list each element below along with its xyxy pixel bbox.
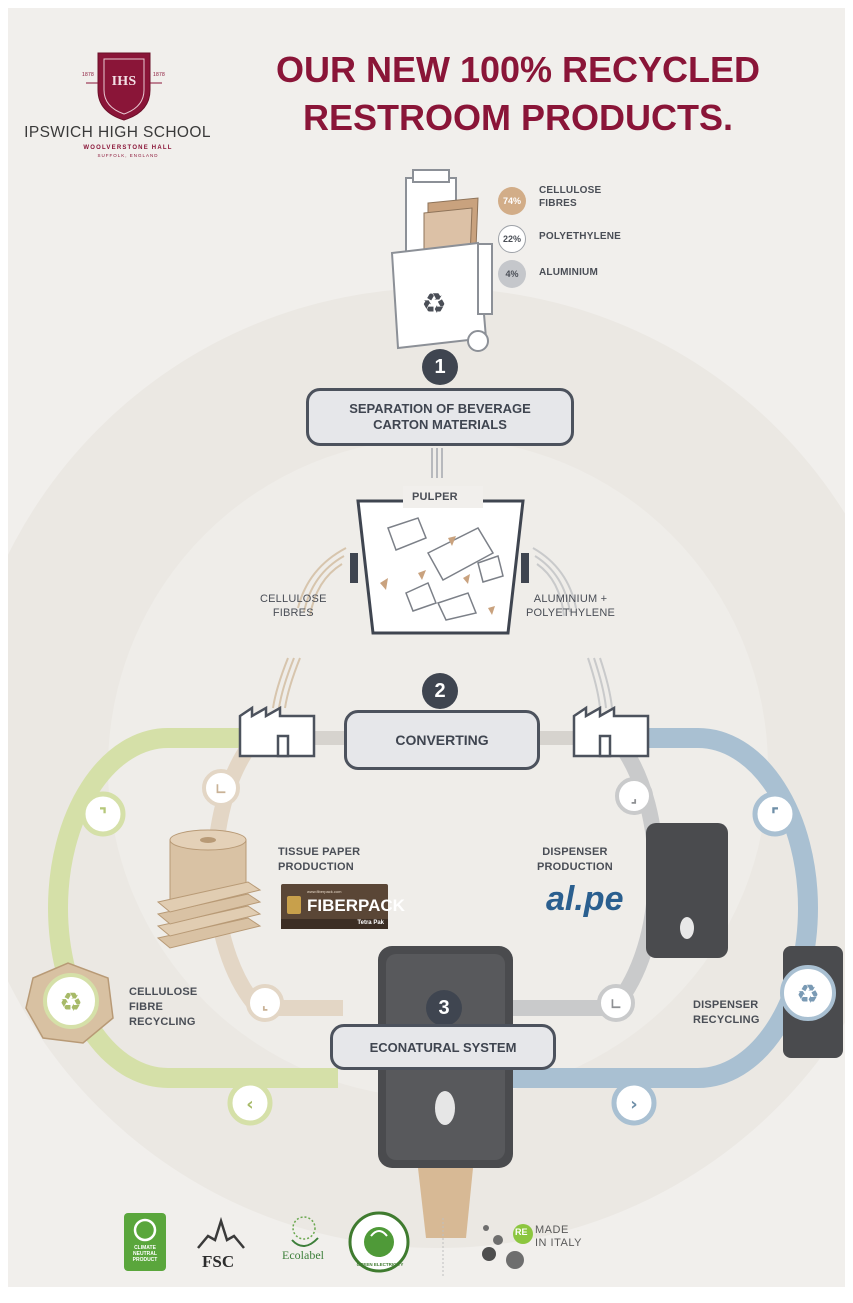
svg-text:⌝: ⌝ [99,805,107,826]
climate-neutral-text: CLIMATE NEUTRAL PRODUCT [124,1245,166,1263]
green-loop [48,728,338,1088]
material-label-polyethylene: POLYETHYLENE [539,231,622,242]
svg-text:∟: ∟ [215,782,227,798]
svg-text:⌜: ⌜ [771,805,779,826]
step-3-box: ECONATURAL SYSTEM [330,1024,556,1070]
material-value-aluminium: 4% [498,260,526,288]
tissue-paper-illustration [156,829,262,949]
crest-monogram: IHS [111,74,137,89]
headline-line-1: OUR NEW 100% RECYCLED [275,49,761,90]
dispenser-production-label: DISPENSER PRODUCTION [537,845,613,875]
material-label-aluminium: ALUMINIUM [539,267,599,278]
svg-text:⌞: ⌞ [262,997,269,1013]
dispenser-recycling-line-1: DISPENSER [693,999,759,1011]
pulper-outflow-lines [272,547,347,709]
cellulose-fibres-line-2: FIBRES [272,607,314,619]
loop-arrow-markers: ⌝ ⌜ ∟ ⌟ ⌞ ∟ ‹ › [80,769,798,1126]
school-subtitle: WOOLVERSTONE HALL [83,145,173,151]
dispenser-production-illustration [646,823,728,958]
diagram-graphics: ⌝ ⌜ ∟ ⌟ ⌞ ∟ ‹ › ♻ [8,52,845,1276]
svg-text:♻: ♻ [796,980,819,1010]
dispenser-recycling-line-2: RECYCLING [693,1014,760,1026]
fiberpack-strip [281,919,388,929]
fiberpack-url: www.fiberpack.com [307,889,342,894]
dispenser-recycling-illustration: ♻ [780,946,843,1058]
svg-text:♻: ♻ [421,287,446,320]
pulper-illustration [350,486,529,635]
fiberpack-icon [287,896,301,914]
fiberpack-name: FIBERPACK [307,896,405,915]
step-1-line-2: CARTON MATERIALS [373,417,507,432]
school-location: SUFFOLK, ENGLAND [97,153,159,158]
step-1-box: SEPARATION OF BEVERAGE CARTON MATERIALS [306,388,574,446]
material-label-cellulose-2: FIBRES [539,198,577,209]
fiberpack-partner: Tetra Pak [357,920,384,926]
page-headline: OUR NEW 100% RECYCLED RESTROOM PRODUCTS. [213,46,823,142]
factory-left-icon [238,705,316,758]
fsc-logo [197,1216,245,1249]
step-2-box: CONVERTING [344,710,540,770]
svg-text:♻: ♻ [59,988,82,1018]
svg-text:›: › [630,1094,637,1115]
svg-text:‹: ‹ [246,1094,253,1115]
headline-line-2: RESTROOM PRODUCTS. [302,97,733,138]
remade-in-italy-logo [482,1224,533,1269]
climate-neutral-logo [124,1213,166,1271]
recycling-bin-illustration: ♻ [390,169,493,352]
climate-line-3: PRODUCT [132,1257,158,1263]
cellulose-fibres-line-1: CELLULOSE [260,593,327,605]
tissue-production-line-1: TISSUE PAPER [278,846,361,858]
alu-poly-line-1: ALUMINIUM + [533,593,608,605]
crest-year-right: 1878 [153,72,165,78]
cellulose-recycling-line-1: CELLULOSE [129,986,198,998]
infographic: ⌝ ⌜ ∟ ⌟ ⌞ ∟ ‹ › ♻ [8,8,845,1287]
blue-loop [508,728,818,1088]
cellulose-recycling-line-2: FIBRE [129,1001,163,1013]
step-1-number: 1 [422,349,458,385]
school-name: IPSWICH HIGH SCHOOL [24,124,211,141]
green-electricity-logo [348,1211,410,1273]
material-label-cellulose-1: CELLULOSE [539,185,602,196]
remade-re: RE [515,1227,528,1237]
cellulose-recycling-label: CELLULOSE FIBRE RECYCLING [129,985,197,1030]
step1-connector [431,448,443,478]
alpe-logo: al.pe [546,880,624,918]
remade-italy: IN ITALY [535,1237,582,1249]
fiberpack-logo: www.fiberpack.com FIBERPACK Tetra Pak [281,884,405,929]
cellulose-recycling-illustration: ♻ [25,962,114,1044]
green-electricity-text: GREEN ELECTRICITY [356,1262,404,1267]
cellulose-recycling-line-3: RECYCLING [129,1016,196,1028]
ecolabel-text: Ecolabel [282,1248,324,1262]
step-1-line-1: SEPARATION OF BEVERAGE [349,401,531,416]
step-2-line-1: CONVERTING [395,732,489,748]
svg-text:∟: ∟ [610,997,622,1013]
dispenser-recycling-label: DISPENSER RECYCLING [693,998,760,1028]
fsc-text: FSC [202,1252,235,1271]
material-value-polyethylene: 22% [498,225,526,253]
school-crest [86,52,162,121]
svg-text:⌟: ⌟ [631,790,638,806]
ecolabel-logo [291,1216,319,1247]
factory-right-icon [572,705,650,758]
crest-year-left: 1878 [82,72,94,78]
alu-poly-label: ALUMINIUM + POLYETHYLENE [526,592,615,620]
material-value-cellulose: 74% [498,187,526,215]
step-2-number: 2 [422,673,458,709]
cellulose-fibres-label: CELLULOSE FIBRES [260,592,327,620]
climate-line-2: NEUTRAL [133,1251,157,1257]
pulper-outflow-lines-right [532,547,613,709]
dispenser-production-line-2: PRODUCTION [537,861,613,873]
step-3-number: 3 [426,990,462,1026]
tissue-production-line-2: PRODUCTION [278,861,354,873]
dispenser-production-line-1: DISPENSER [542,846,608,858]
pulper-label: PULPER [412,491,458,503]
climate-line-1: CLIMATE [134,1245,156,1251]
step-3-line-1: ECONATURAL SYSTEM [369,1039,517,1055]
remade-made: MADE [535,1224,569,1236]
alu-poly-line-2: POLYETHYLENE [526,607,616,619]
tissue-production-label: TISSUE PAPER PRODUCTION [278,845,360,875]
